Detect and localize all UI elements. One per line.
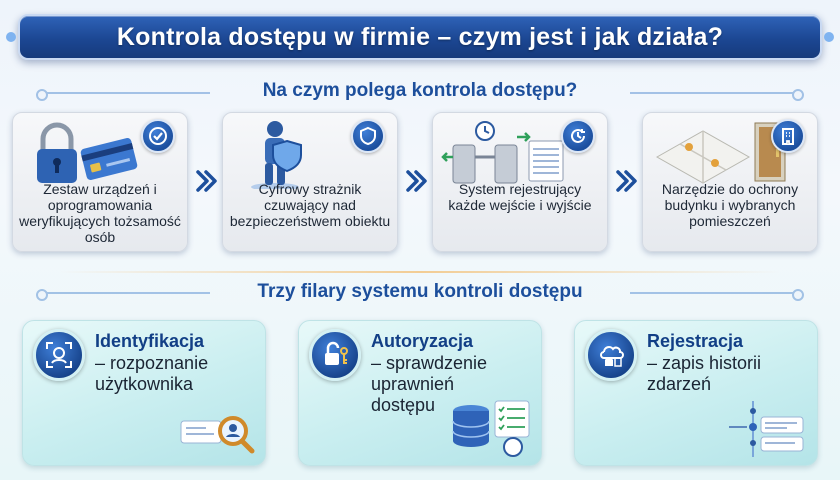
pillar-identification: Identyfikacja – rozpoznanie użytkownika	[22, 320, 266, 466]
clock-arrow-icon	[561, 119, 595, 153]
chevron-right-icon	[406, 170, 427, 192]
step-card-1: Zestaw urządzeń i oprogramowania weryfik…	[12, 112, 188, 252]
pillar-desc-line: użytkownika	[95, 374, 194, 394]
pillar-description: – sprawdzenie uprawnień dostępu	[371, 353, 487, 416]
event-timeline-icon	[729, 401, 804, 457]
pillar-registration: Rejestracja – zapis historii zdarzeń	[574, 320, 818, 466]
circuit-line	[630, 289, 804, 301]
face-scan-icon	[33, 329, 85, 381]
pillar-desc-line: uprawnień	[371, 374, 455, 394]
shield-icon	[351, 119, 385, 153]
title-banner: Kontrola dostępu w firmie – czym jest i …	[6, 14, 834, 60]
banner-cap-left	[6, 32, 16, 42]
pillar-title: Autoryzacja	[371, 331, 474, 351]
pillar-desc-line: zdarzeń	[647, 374, 712, 394]
magnifier-user-icon	[180, 416, 255, 454]
checkmark-icon	[141, 119, 175, 153]
chevron-right-icon	[616, 170, 637, 192]
glow-divider	[60, 271, 780, 273]
unlocked-padlock-key-icon	[309, 329, 361, 381]
turnstile-icon	[441, 121, 564, 184]
pillar-description: – zapis historii zdarzeń	[647, 353, 761, 395]
pillar-title: Identyfikacja	[95, 331, 205, 351]
digital-guard-icon	[251, 121, 302, 189]
pillar-desc-line: – rozpoznanie	[95, 353, 209, 373]
database-checklist-icon	[452, 400, 530, 457]
padlock-card-icon	[37, 122, 138, 183]
section-title-pillars: Trzy filary systemu kontroli dostępu	[257, 281, 583, 302]
circuit-line	[36, 89, 210, 101]
chevron-right-icon	[196, 170, 217, 192]
pillar-desc-line: – zapis historii	[647, 353, 762, 373]
section-title-what: Na czym polega kontrola dostępu?	[262, 80, 578, 101]
step-text: Narzędzie do ochrony budynku i wybranych…	[661, 181, 799, 229]
pillar-authorization: Autoryzacja – sprawdzenie uprawnień dost…	[298, 320, 542, 466]
building-icon	[771, 119, 805, 153]
page-title: Kontrola dostępu w firmie – czym jest i …	[116, 22, 724, 51]
banner-cap-right	[824, 32, 834, 42]
step-text: Cyfrowy strażnik czuwający nad bezpiecze…	[229, 181, 391, 229]
circuit-line	[36, 289, 210, 301]
step-card-2: Cyfrowy strażnik czuwający nad bezpiecze…	[222, 112, 398, 252]
step-text: Zestaw urządzeń i oprogramowania weryfik…	[19, 181, 181, 245]
pillar-desc-line: – sprawdzenie	[371, 353, 488, 373]
step-text: System rejestrujący każde wejście i wyjś…	[448, 181, 592, 213]
cloud-database-icon	[585, 329, 637, 381]
pillar-description: – rozpoznanie użytkownika	[95, 353, 208, 395]
pillar-title: Rejestracja	[647, 331, 744, 351]
pillar-desc-line: dostępu	[371, 395, 436, 415]
circuit-line	[630, 89, 804, 101]
step-card-3: System rejestrujący każde wejście i wyjś…	[432, 112, 608, 252]
step-card-4: Narzędzie do ochrony budynku i wybranych…	[642, 112, 818, 252]
